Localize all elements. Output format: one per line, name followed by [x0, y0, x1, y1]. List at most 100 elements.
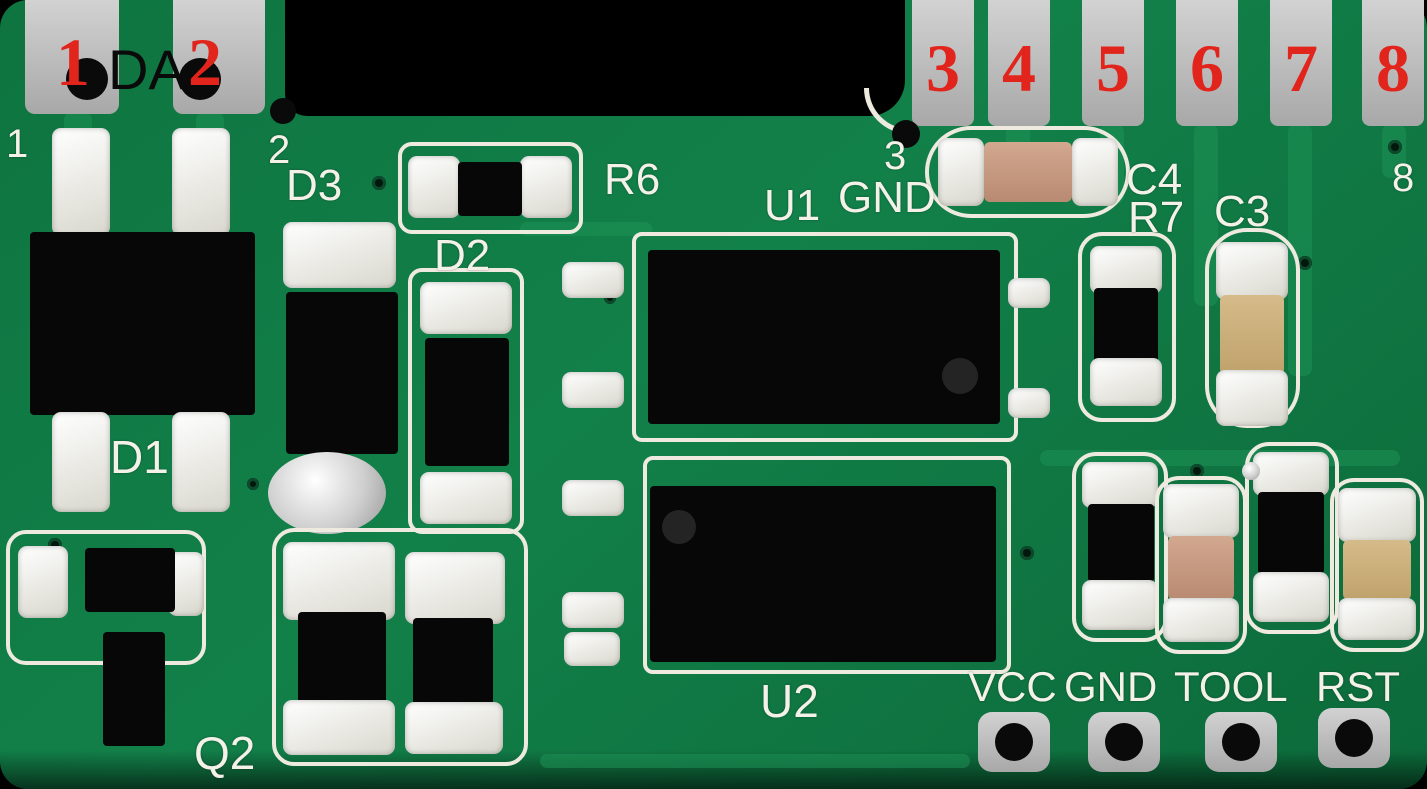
br-chip [1088, 504, 1154, 582]
pin-2-hole [179, 58, 221, 100]
trace [540, 754, 970, 768]
pin-number-3: 3 [926, 30, 960, 106]
silk-pin3-label: 3 [884, 134, 907, 178]
via [372, 176, 386, 190]
c4-pad [1072, 138, 1118, 206]
silk-r6-label: R6 [604, 155, 661, 204]
br-capacitor [1168, 536, 1234, 600]
cluster-chip [298, 612, 386, 704]
c4-body [984, 142, 1072, 202]
via [247, 478, 259, 490]
silk-pin1-label: 1 [6, 122, 29, 166]
u2-pad [562, 480, 624, 516]
br-pad [1082, 580, 1158, 630]
silk-tool-label: TOOL [1174, 663, 1288, 710]
d1-pad [52, 128, 110, 236]
u1-outline [632, 232, 1018, 442]
u1-pin1-dot [942, 358, 978, 394]
br-pad [1253, 572, 1329, 622]
br-pad [1338, 488, 1416, 542]
u1-pad [562, 262, 624, 298]
d2-outline [408, 268, 524, 534]
d3-body [286, 292, 398, 454]
br-pad [1163, 598, 1239, 642]
pin-pad-6 [1176, 0, 1238, 126]
via [1388, 140, 1402, 154]
r7-pad [1090, 358, 1162, 406]
pin-pad-8 [1362, 0, 1424, 126]
silk-u2-label: U2 [760, 675, 819, 727]
c3-body [1220, 295, 1284, 375]
pin-pad-5 [1082, 0, 1144, 126]
silk-vcc-label: VCC [968, 663, 1057, 710]
d3-pad [283, 222, 396, 288]
pin-number-8: 8 [1376, 30, 1410, 106]
d1-pad [52, 412, 110, 512]
silk-r7-label: R7 [1128, 193, 1185, 242]
u2-pin1-dot [662, 510, 696, 544]
silk-q2-label: Q2 [194, 727, 256, 779]
pin-1-hole [66, 58, 108, 100]
u1-body [648, 250, 1000, 424]
pin-number-1: 1 [56, 24, 90, 100]
cluster-pad [405, 702, 503, 754]
d2-pad [420, 282, 512, 334]
d2-body [425, 338, 509, 466]
pin-number-5: 5 [1096, 30, 1130, 106]
c4-pad [938, 138, 984, 206]
da-label: DA [108, 38, 186, 101]
r7-pad [1090, 246, 1162, 294]
br-outline [1072, 452, 1168, 642]
d1-body [30, 232, 255, 415]
r6-pad [520, 156, 572, 218]
silk-c3-label: C3 [1214, 187, 1271, 236]
silk-d2-label: D2 [434, 231, 491, 280]
silk-d1-label: D1 [110, 431, 169, 483]
pin-pad-7 [1270, 0, 1332, 126]
tool-hole [1222, 723, 1260, 761]
pin-number-4: 4 [1002, 30, 1036, 106]
u2-body [650, 486, 996, 662]
via [1020, 546, 1034, 560]
c3-outline [1205, 228, 1300, 428]
br-pad [1163, 484, 1239, 538]
pin-3-hole [892, 120, 920, 148]
silk-pin8-label: 8 [1392, 156, 1415, 200]
silk-gnd-label: GND [1064, 663, 1158, 710]
r7-outline [1078, 232, 1176, 422]
r6-pad [408, 156, 460, 218]
r7-body [1094, 288, 1158, 364]
d3-solder-blob [268, 452, 386, 534]
transistor-cluster-outline [272, 528, 528, 766]
c4-outline [925, 126, 1130, 218]
pin-pad-1 [25, 0, 119, 114]
cluster-pad [283, 700, 395, 755]
cluster-pad [283, 542, 395, 620]
u1-pad [1008, 388, 1050, 418]
d1-pad [172, 412, 230, 512]
q2-body [85, 548, 175, 612]
d2-pad [420, 472, 512, 524]
solder-ball [1242, 462, 1260, 480]
br-chip [1258, 492, 1324, 574]
c3-pad [1216, 370, 1288, 426]
pin-number-6: 6 [1190, 30, 1224, 106]
u2-pad [562, 592, 624, 628]
pin-pad-3 [912, 0, 974, 126]
br-outline [1330, 478, 1424, 652]
c3-pad [1216, 242, 1288, 300]
silk-pin2-label: 2 [268, 128, 291, 172]
board-notch [285, 0, 905, 116]
br-pad [1082, 462, 1158, 508]
br-outline [1245, 442, 1339, 634]
q2-lead [103, 632, 165, 746]
silk-c4-label: C4 [1126, 155, 1183, 204]
r6-outline [398, 142, 583, 234]
pin-pad-4 [988, 0, 1050, 126]
cluster-pad [405, 552, 505, 624]
silk-u1-label: U1 [764, 181, 821, 230]
pin-number-2: 2 [188, 24, 222, 100]
rst-hole [1335, 719, 1373, 757]
u1-pad [562, 372, 624, 408]
